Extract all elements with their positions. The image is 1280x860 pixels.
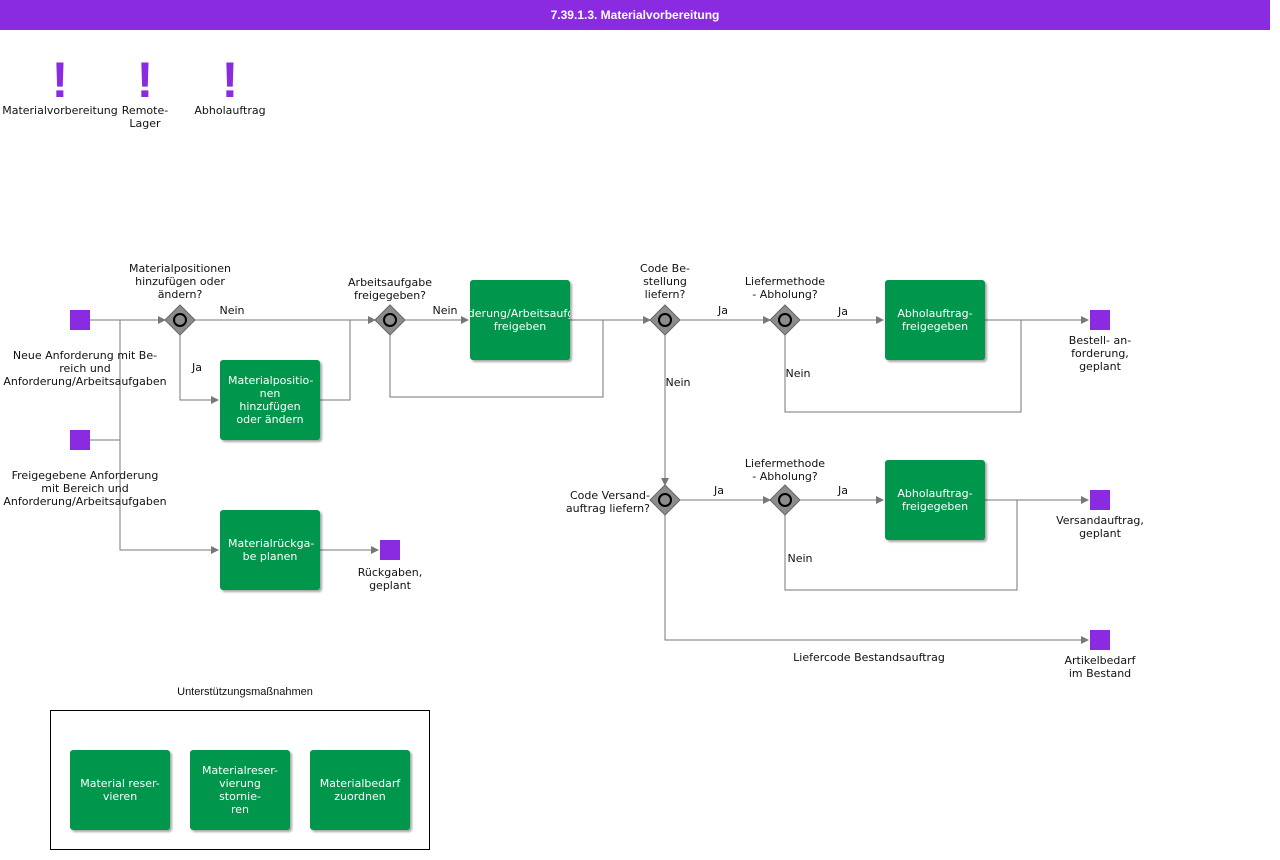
- legend-label-remote-lager: Remote- Lager: [121, 104, 169, 130]
- task-plan-material-return-label: Materialrückga- be planen: [228, 537, 315, 563]
- end-event-stock[interactable]: [1090, 630, 1110, 650]
- end-event-shipping-label: Versandauftrag, geplant: [1056, 514, 1144, 540]
- end-event-shipping[interactable]: [1090, 490, 1110, 510]
- flow-label-g1-yes: Ja: [192, 361, 202, 374]
- start-event-new[interactable]: [70, 310, 90, 330]
- flow-g6-no: [784, 500, 1018, 591]
- end-event-order-request-label: Bestell- an- forderung, geplant: [1068, 334, 1132, 373]
- gateway-g1-label: Materialpositionen hinzufügen oder änder…: [129, 262, 231, 301]
- gateway-g5-label: Code Versand- auftrag liefern?: [565, 489, 650, 515]
- end-event-returns[interactable]: [380, 540, 400, 560]
- task-release-requests[interactable]: Anforderung/Arbeitsaufgaben freigeben: [470, 280, 570, 360]
- start-event-released[interactable]: [70, 430, 90, 450]
- task-reserve-material-label: Material reser- vieren: [80, 777, 160, 803]
- start-event-released-label: Freigegebene Anforderung mit Bereich und…: [3, 469, 167, 508]
- gateway-g2-label: Arbeitsaufgabe freigegeben?: [348, 276, 432, 302]
- task-pickup-order-released-1[interactable]: Abholauftrag- freigegeben: [885, 280, 985, 360]
- gateway-g4: [769, 304, 801, 336]
- flow-label-g5-yes: Ja: [714, 484, 724, 497]
- flow-label-g4-yes: Ja: [838, 305, 848, 318]
- gateway-g6: [769, 484, 801, 516]
- support-title: Unterstützungsmaßnahmen: [177, 686, 313, 698]
- flow-add-back: [320, 320, 351, 401]
- legend-label-materialvorbereitung: Materialvorbereitung: [2, 104, 118, 117]
- title-bar-gap: [1270, 0, 1280, 30]
- task-plan-material-return[interactable]: Materialrückga- be planen: [220, 510, 320, 590]
- gateway-g1: [164, 304, 196, 336]
- flow-label-stock: Liefercode Bestandsauftrag: [793, 651, 945, 664]
- end-event-returns-label: Rückgaben, geplant: [357, 566, 423, 592]
- end-event-order-request[interactable]: [1090, 310, 1110, 330]
- flow-g2-yes: [389, 320, 604, 398]
- task-release-requests-label: Anforderung/Arbeitsaufgaben freigeben: [470, 307, 570, 333]
- end-event-stock-label: Artikelbedarf im Bestand: [1064, 654, 1136, 680]
- gateway-g3: [649, 304, 681, 336]
- flow-label-g6-yes: Ja: [838, 484, 848, 497]
- task-add-material-lines[interactable]: Materialpositio- nen hinzufügen oder änd…: [220, 360, 320, 440]
- connector-lines: [90, 316, 1089, 644]
- gateway-g5: [649, 484, 681, 516]
- flow-label-g6-no: Nein: [787, 552, 813, 565]
- page-title: 7.39.1.3. Materialvorbereitung: [0, 0, 1270, 30]
- flow-g1-yes: [179, 335, 219, 404]
- flow-label-g2-no: Nein: [432, 304, 458, 317]
- task-assign-material-demand[interactable]: Materialbedarf zuordnen: [310, 750, 410, 830]
- flow-stock: [664, 515, 1089, 644]
- legend-label-abholauftrag: Abholauftrag: [194, 104, 266, 117]
- exclamation-icon: !: [51, 52, 69, 108]
- exclamation-icon: !: [221, 52, 239, 108]
- flow-to-return-task: [119, 320, 219, 554]
- gateway-g3-label: Code Be- stellung liefern?: [640, 262, 690, 301]
- support-measures-box: [50, 710, 430, 850]
- gateway-g6-label: Liefermethode - Abholung?: [744, 457, 826, 483]
- flow-label-g3-no: Nein: [665, 376, 691, 389]
- start-event-new-label: Neue Anforderung mit Be- reich und Anfor…: [3, 349, 167, 388]
- task-cancel-reservation[interactable]: Materialreser- vierung stornie- ren: [190, 750, 290, 830]
- task-reserve-material[interactable]: Material reser- vieren: [70, 750, 170, 830]
- gateway-g4-label: Liefermethode - Abholung?: [744, 275, 826, 301]
- flow-label-g4-no: Nein: [785, 367, 811, 380]
- task-cancel-reservation-label: Materialreser- vierung stornie- ren: [201, 764, 279, 816]
- task-pickup-order-released-2-label: Abholauftrag- freigegeben: [897, 487, 973, 513]
- flow-label-g1-no: Nein: [219, 304, 245, 317]
- exclamation-icon: !: [136, 52, 154, 108]
- gateway-g2: [374, 304, 406, 336]
- flow-g4-no: [784, 320, 1022, 413]
- task-add-material-lines-label: Materialpositio- nen hinzufügen oder änd…: [228, 374, 314, 426]
- task-assign-material-demand-label: Materialbedarf zuordnen: [319, 777, 401, 803]
- flow-label-g3-yes: Ja: [718, 304, 728, 317]
- task-pickup-order-released-2[interactable]: Abholauftrag- freigegeben: [885, 460, 985, 540]
- task-pickup-order-released-1-label: Abholauftrag- freigegeben: [897, 307, 973, 333]
